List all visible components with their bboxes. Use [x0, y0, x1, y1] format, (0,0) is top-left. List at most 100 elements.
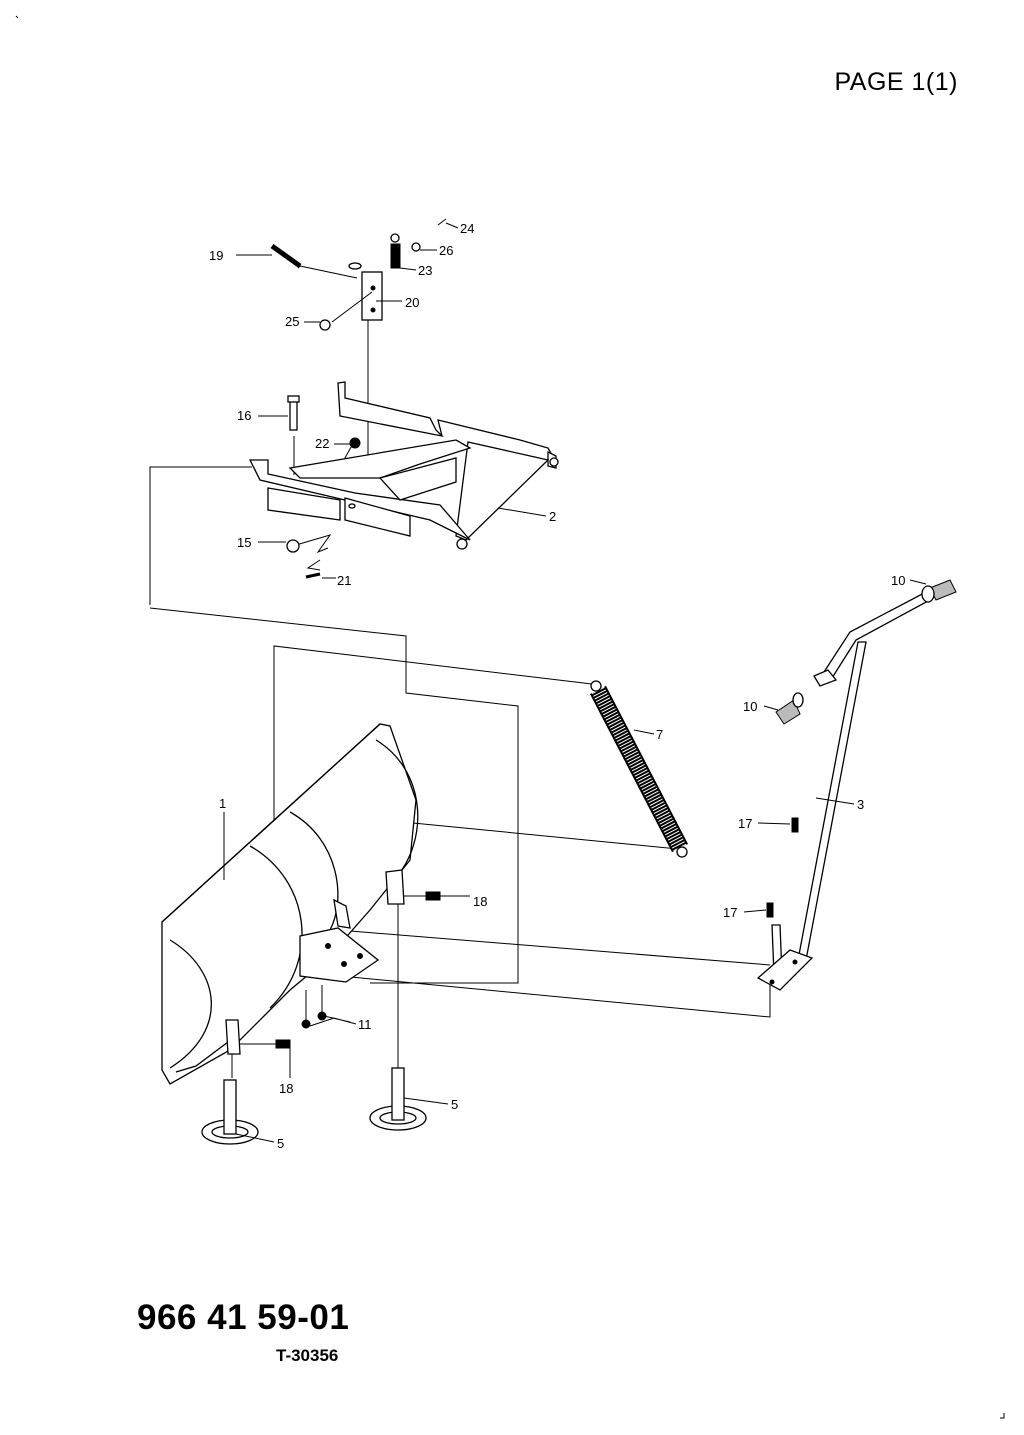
callout-25: 25 [285, 314, 299, 329]
blade-body [161, 723, 417, 1085]
frame-middle-plate [378, 457, 457, 501]
blade-top-edge [161, 723, 381, 923]
leader-2 [497, 507, 547, 517]
leader-10-lower [763, 705, 779, 711]
leader-5-right [403, 1097, 449, 1105]
callout-3: 3 [857, 797, 864, 812]
callout-16: 16 [237, 408, 251, 423]
page-label: PAGE 1(1) [834, 68, 958, 96]
frame-side-tube [455, 441, 550, 541]
callout-24: 24 [460, 221, 474, 236]
blade-curve-3 [289, 811, 339, 931]
assembly-line-frame-left [149, 466, 252, 605]
bolt-18-right [425, 891, 441, 901]
frame-tube-end [456, 538, 468, 550]
callout-22: 22 [315, 436, 329, 451]
leader-10-top [909, 579, 927, 585]
blade-pivot-left [225, 1019, 241, 1055]
spring-7-coil-outline [590, 685, 688, 853]
part-number: 966 41 59-01 [137, 1298, 350, 1337]
callout-18-right: 18 [473, 894, 487, 909]
callout-17-bottom: 17 [723, 905, 737, 920]
bracket-20-hole-2 [370, 307, 376, 313]
callout-7: 7 [656, 727, 663, 742]
assembly-line-handle-top [337, 929, 771, 966]
handle-base-hole [769, 979, 775, 985]
assembly-line-nut-11 [305, 985, 323, 1024]
frame-left-rail [248, 459, 471, 541]
bracket-20-tab [348, 262, 362, 270]
callout-23: 23 [418, 263, 432, 278]
bolt-17-top [791, 817, 799, 833]
blade-mount-hole-2 [341, 961, 347, 967]
leader-17-top [757, 822, 791, 825]
callout-11: 11 [358, 1017, 372, 1032]
callout-20: 20 [405, 295, 419, 310]
screw-21 [305, 572, 321, 579]
frame-2 [248, 381, 559, 579]
bolt-16 [289, 399, 298, 431]
blade-curve-1 [169, 939, 212, 1069]
grip-10-lower [775, 699, 801, 725]
skids-5 [201, 904, 427, 1145]
frame-right-rail [337, 381, 444, 438]
knob-23-body [390, 243, 401, 269]
callout-17-top: 17 [738, 816, 752, 831]
assembly-line-screw-21 [306, 559, 321, 571]
callout-15: 15 [237, 535, 251, 550]
grip-10-lower-flange [792, 692, 804, 708]
nut-22 [349, 437, 361, 449]
blade-mount-hole-1 [325, 943, 331, 949]
handle-lower-bar [813, 669, 838, 687]
callout-5-left: 5 [277, 1136, 284, 1151]
corner-mark-top-left [15, 15, 19, 19]
knob-23-head [390, 233, 400, 243]
washer-26 [411, 242, 421, 252]
handle-base-hole-2 [792, 959, 798, 965]
nut-15 [286, 539, 300, 553]
leader-lines [223, 222, 927, 1143]
spring-7 [590, 680, 688, 858]
grip-10-top-flange [921, 585, 935, 603]
callout-18-left: 18 [279, 1081, 293, 1096]
blade-mount-plate [299, 927, 380, 983]
spring-7-hook-bottom [676, 846, 688, 858]
handle-top-bar [823, 591, 931, 679]
bolt-18-left [275, 1039, 291, 1049]
frame-top-plate [288, 439, 472, 479]
assembly-line-nut-25 [331, 291, 373, 323]
leader-3 [815, 797, 855, 805]
lever-bracket-assembly [270, 218, 447, 331]
blade-mount-hole-3 [357, 953, 363, 959]
leader-11 [309, 1015, 357, 1027]
leader-17-bottom [743, 909, 767, 913]
frame-front-plate-2 [344, 497, 411, 537]
skid-right-post [391, 1067, 405, 1121]
assembly-line-handle-bottom [329, 974, 771, 1018]
frame-front-plate [267, 487, 341, 521]
leader-5-left [235, 1133, 275, 1143]
bolt-16-head [287, 395, 300, 403]
callout-5-right: 5 [451, 1097, 458, 1112]
handle-3 [756, 579, 957, 991]
blade-bottom-edge [175, 1035, 237, 1073]
assembly-line-nut-15 [295, 534, 332, 554]
bolt-17-bottom [766, 902, 774, 918]
handle-base-plate [756, 949, 814, 991]
bracket-20-hole [370, 285, 376, 291]
blade-bracket [333, 898, 351, 929]
assembly-line-spring-top [273, 645, 593, 825]
blade-curve-4 [375, 739, 419, 881]
frame-hole [348, 503, 356, 509]
leader-24 [445, 222, 459, 229]
leader-23 [399, 267, 417, 271]
blade-pivot-right [385, 869, 405, 905]
frame-tube-end-2 [549, 457, 559, 467]
assembly-line-frame-to-blade [149, 607, 519, 984]
spring-7-hook-top [590, 680, 602, 692]
corner-mark-bottom-right [1000, 1413, 1005, 1419]
spring-19-hook [297, 265, 358, 279]
callout-2: 2 [549, 509, 556, 524]
